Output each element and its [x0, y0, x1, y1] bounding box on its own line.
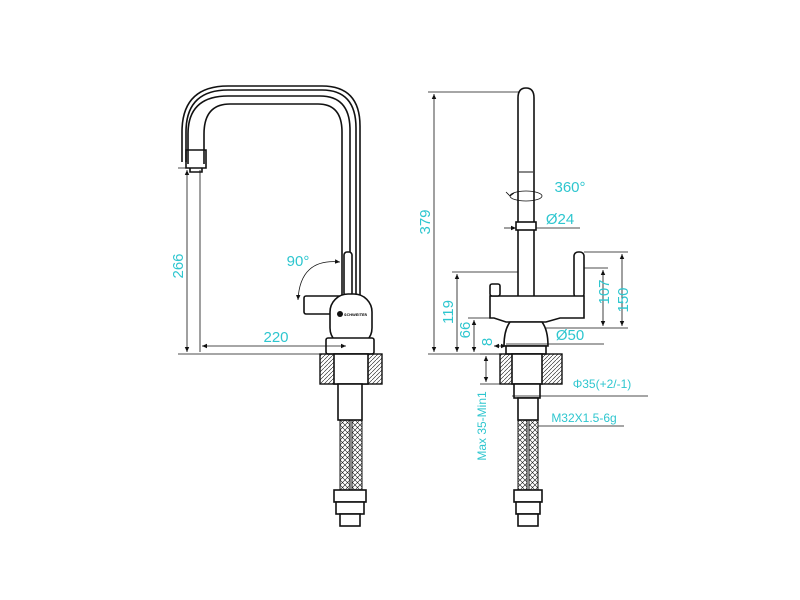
side-spout [181, 85, 361, 296]
front-spout [517, 87, 535, 296]
front-base [505, 345, 547, 355]
dim-50-label: Ø50 [556, 327, 584, 344]
side-spout-tip [185, 149, 207, 173]
side-lever [343, 251, 353, 297]
front-hose-left [517, 419, 528, 493]
front-nut [511, 353, 543, 385]
side-shank [337, 383, 363, 421]
front-hose-right [528, 419, 539, 493]
side-fitting-c [339, 513, 361, 527]
side-hose-left [339, 419, 351, 493]
swivel-ellipse [509, 190, 543, 202]
brand-logo: SCHWEITER [344, 313, 367, 317]
front-body-lower [503, 321, 549, 347]
logo-icon [337, 311, 343, 317]
side-view: SCHWEITER 266 220 90° [170, 85, 383, 527]
side-nut [333, 353, 369, 385]
dim-379-label: 379 [417, 209, 434, 234]
dim-hole-label: Φ35(+2/-1) [573, 377, 632, 391]
rotation-arc-90 [296, 259, 341, 301]
dim-220-label: 220 [263, 329, 288, 346]
front-lever [573, 251, 585, 299]
front-thread [517, 397, 539, 421]
front-fitting-b [515, 501, 541, 515]
side-spout-outer [187, 95, 351, 296]
dim-360-label: 360° [554, 179, 585, 196]
front-body-nozzle [489, 283, 501, 297]
dim-150-label: 150 [615, 287, 632, 312]
dim-107-label: 107 [596, 279, 613, 304]
front-fitting-c [517, 513, 539, 527]
front-view: 379 119 66 8 360° Ø24 150 107 Ø50 [417, 87, 648, 527]
dim-thread-label: M32X1.5-6g [551, 411, 616, 425]
dim-counter-label: Max 35-Min1 [475, 391, 489, 461]
side-hose-right [351, 419, 363, 493]
dim-8-label: 8 [479, 338, 496, 346]
dim-119-label: 119 [440, 300, 457, 324]
dim-90-label: 90° [287, 253, 310, 270]
dim-66-label: 66 [457, 322, 474, 339]
front-body [489, 295, 585, 323]
side-fitting-b [335, 501, 365, 515]
front-spout-collar [515, 221, 537, 231]
front-fitting-a [513, 489, 543, 503]
dim-266-label: 266 [170, 253, 187, 278]
side-fitting-a [333, 489, 367, 503]
dim-24-label: Ø24 [546, 211, 574, 228]
